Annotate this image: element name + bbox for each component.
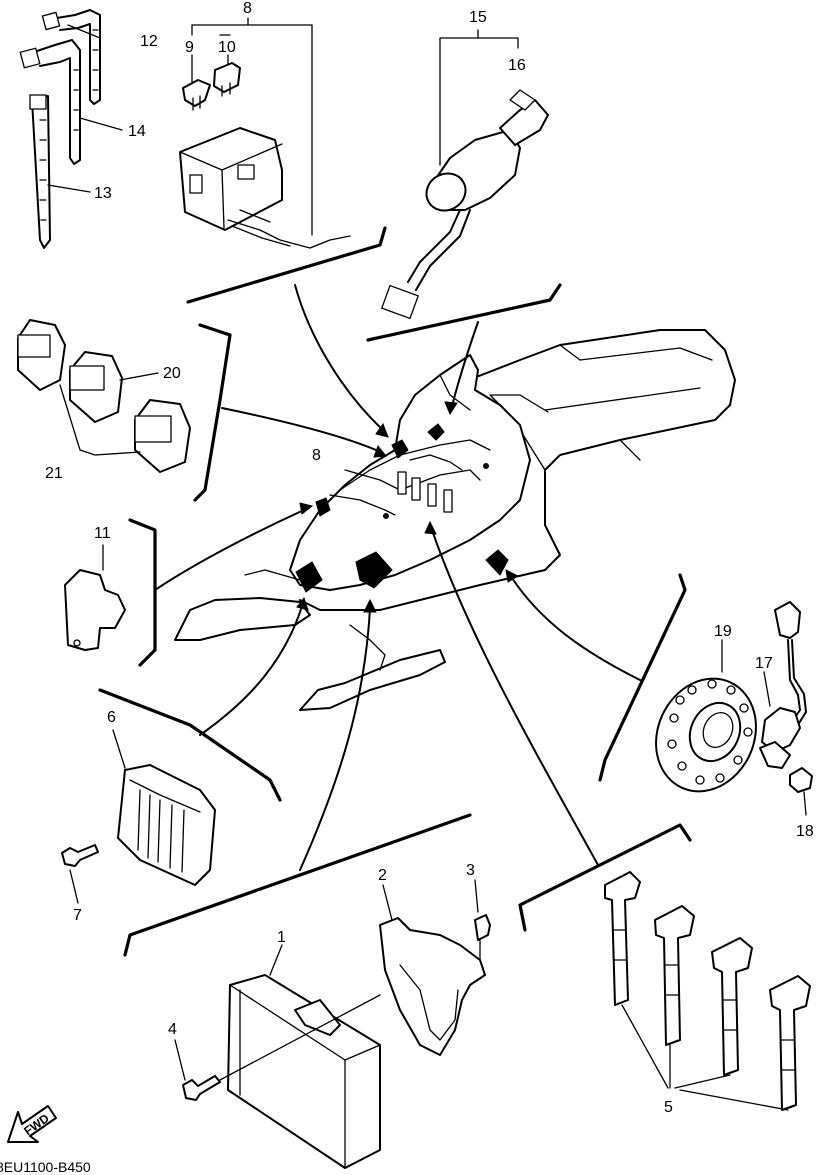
callout-8-mid: 8: [312, 447, 321, 464]
cable-ties-group: [19, 9, 123, 249]
callout-21: 21: [45, 465, 63, 482]
callout-17: 17: [755, 655, 773, 672]
callout-12: 12: [140, 33, 158, 50]
callout-16: 16: [508, 57, 526, 74]
fwd-arrow-icon: [7, 1105, 57, 1143]
snowmobile-body: [174, 329, 736, 711]
callout-3: 3: [466, 862, 475, 879]
callout-6: 6: [107, 709, 116, 726]
callout-9: 9: [185, 39, 194, 56]
leader-lines: [98, 226, 692, 957]
plug-caps-on-engine: [397, 471, 453, 513]
fuse-box-group: [179, 17, 351, 249]
callout-2: 2: [378, 867, 387, 884]
callout-numbers: 12 14 13 8 9 10 15 16 20 21 8 11 6 7 19 …: [45, 0, 814, 1116]
pickup-group: [655, 601, 813, 816]
callout-1: 1: [277, 929, 286, 946]
callout-13: 13: [94, 185, 112, 202]
main-switch-group: [381, 29, 549, 320]
callout-8-top: 8: [243, 0, 252, 17]
bracket-part: [64, 544, 126, 651]
callout-10: 10: [218, 39, 236, 56]
callout-15: 15: [469, 9, 487, 26]
callout-7: 7: [73, 907, 82, 924]
drawing-code: 8EU1100-B450: [0, 1159, 91, 1175]
callout-19: 19: [714, 623, 732, 640]
callout-20: 20: [163, 365, 181, 382]
relays-group: [17, 319, 191, 473]
callout-5: 5: [664, 1099, 673, 1116]
ignition-coils-group: [604, 871, 811, 1111]
callout-18: 18: [796, 823, 814, 840]
callout-4: 4: [168, 1021, 177, 1038]
ecu-group: [174, 879, 491, 1169]
callout-11: 11: [94, 525, 111, 542]
rectifier-group: [61, 729, 216, 904]
callout-14: 14: [128, 123, 146, 140]
